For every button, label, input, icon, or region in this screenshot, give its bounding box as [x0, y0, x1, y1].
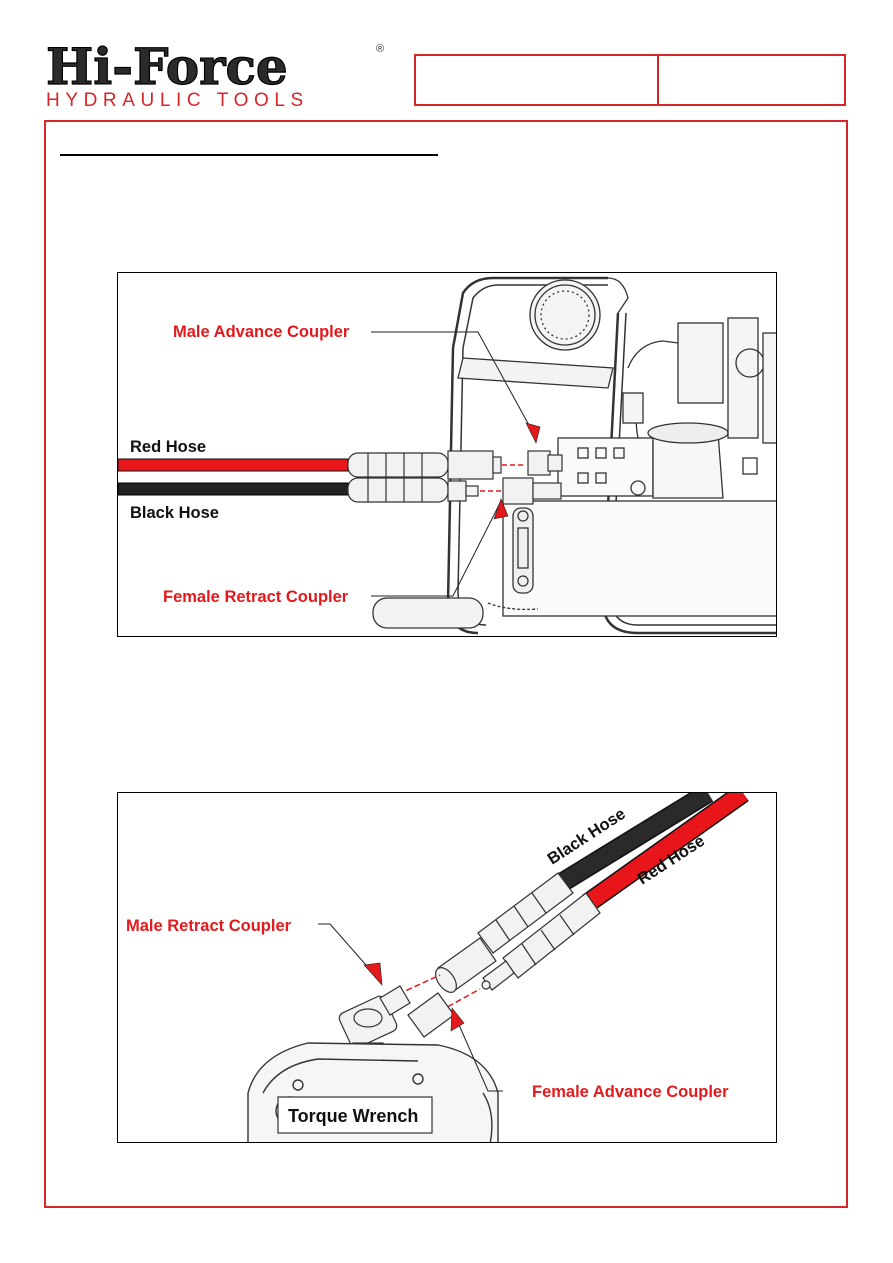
section-title-underline — [60, 154, 438, 156]
page-frame — [44, 120, 848, 1208]
female-retract-coupler-label: Female Retract Coupler — [163, 588, 349, 606]
header-info-box — [414, 54, 846, 106]
hi-force-logo: Hi-Force ® HYDRAULIC TOOLS — [44, 38, 389, 110]
logo-tagline: HYDRAULIC TOOLS — [46, 90, 309, 110]
female-advance-coupler-label: Female Advance Coupler — [532, 1083, 729, 1101]
hose-fittings — [347, 450, 563, 505]
pump-coupler-figure: Male Advance Coupler Red Hose Black Hose… — [117, 272, 777, 637]
logo-brand-name: Hi-Force — [46, 38, 288, 96]
wrench-coupler-figure: Torque Wrench Black Hose Red Hose Male R… — [117, 792, 777, 1143]
pump-drawing — [372, 276, 776, 635]
male-retract-coupler-label: Male Retract Coupler — [126, 917, 292, 935]
header-box-divider — [657, 54, 659, 106]
black-hose-label: Black Hose — [130, 504, 219, 522]
logo-registered-mark: ® — [376, 43, 384, 55]
torque-wrench-label: Torque Wrench — [288, 1106, 418, 1126]
red-hose-label: Red Hose — [130, 438, 206, 456]
male-advance-coupler-label: Male Advance Coupler — [173, 323, 350, 341]
torque-wrench-label-box — [277, 1096, 433, 1134]
black-hose — [118, 482, 349, 496]
hose-strain-reliefs — [435, 872, 601, 993]
red-hose — [118, 458, 349, 472]
